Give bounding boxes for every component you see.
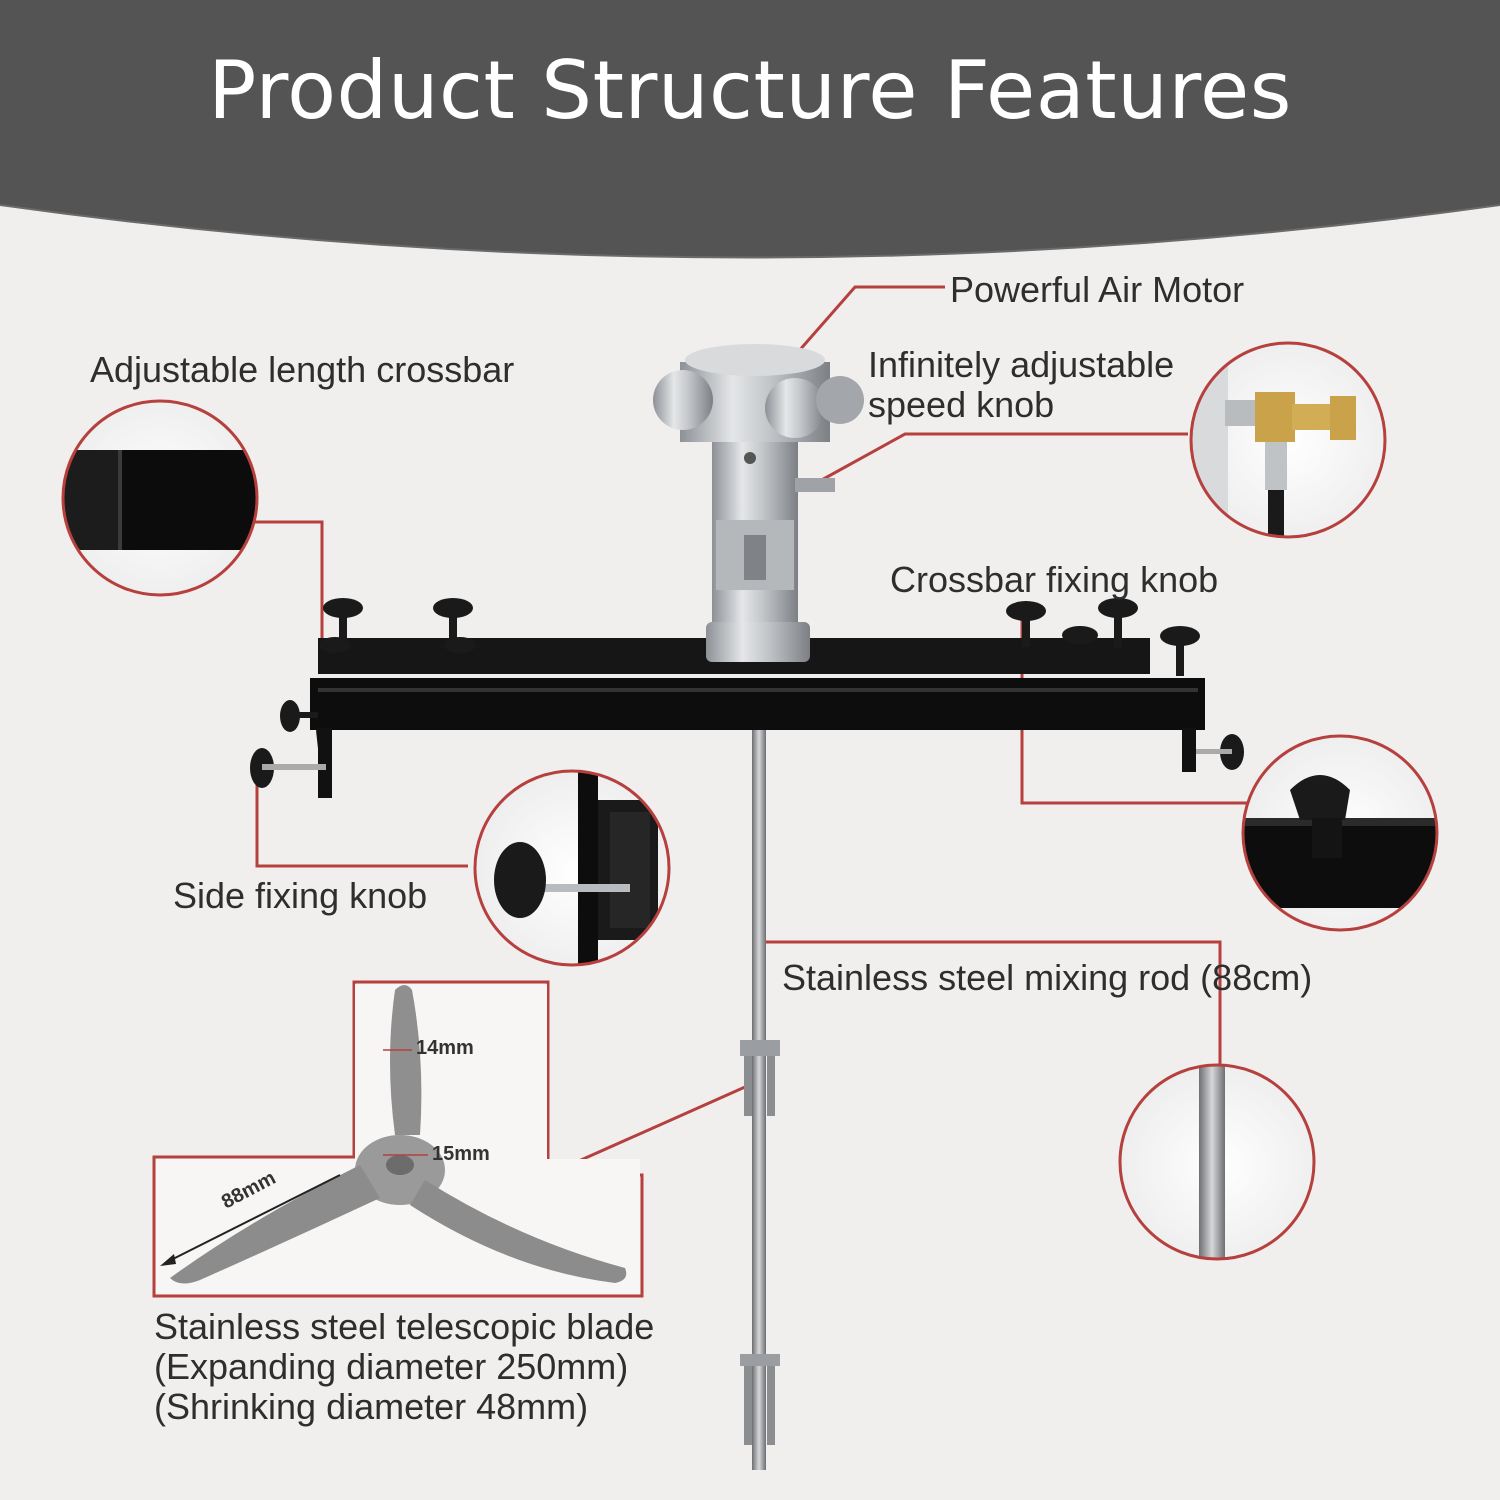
label-mixing-rod: Stainless steel mixing rod (88cm)	[782, 957, 1313, 998]
inset-side-knob	[475, 771, 669, 965]
air-motor	[653, 344, 864, 662]
inset-crossbar	[63, 401, 257, 595]
label-crossbar-knob: Crossbar fixing knob	[890, 559, 1219, 600]
inset-crossbar-knob	[1243, 736, 1437, 930]
label-blade-line3: (Shrinking diameter 48mm)	[154, 1386, 589, 1427]
label-speed-knob-line2: speed knob	[868, 384, 1055, 425]
label-speed-knob-line1: Infinitely adjustable	[868, 344, 1175, 385]
inset-mixing-rod	[1120, 1065, 1314, 1259]
label-blade-line2: (Expanding diameter 250mm)	[154, 1346, 629, 1387]
page-title: Product Structure Features	[208, 44, 1292, 137]
blade-drawing	[156, 984, 640, 1294]
callout-lines	[152, 285, 1247, 1298]
title-banner	[0, 0, 1500, 258]
mixing-rod	[752, 725, 766, 1470]
label-air-motor: Powerful Air Motor	[950, 269, 1245, 310]
blade-dimension-14mm: 14mm	[416, 1037, 474, 1059]
label-side-knob: Side fixing knob	[173, 875, 428, 916]
inset-speed-knob	[1191, 343, 1385, 537]
label-blade-line1: Stainless steel telescopic blade	[154, 1306, 655, 1347]
blade-dimension-15mm: 15mm	[432, 1143, 490, 1165]
label-crossbar: Adjustable length crossbar	[90, 349, 515, 390]
